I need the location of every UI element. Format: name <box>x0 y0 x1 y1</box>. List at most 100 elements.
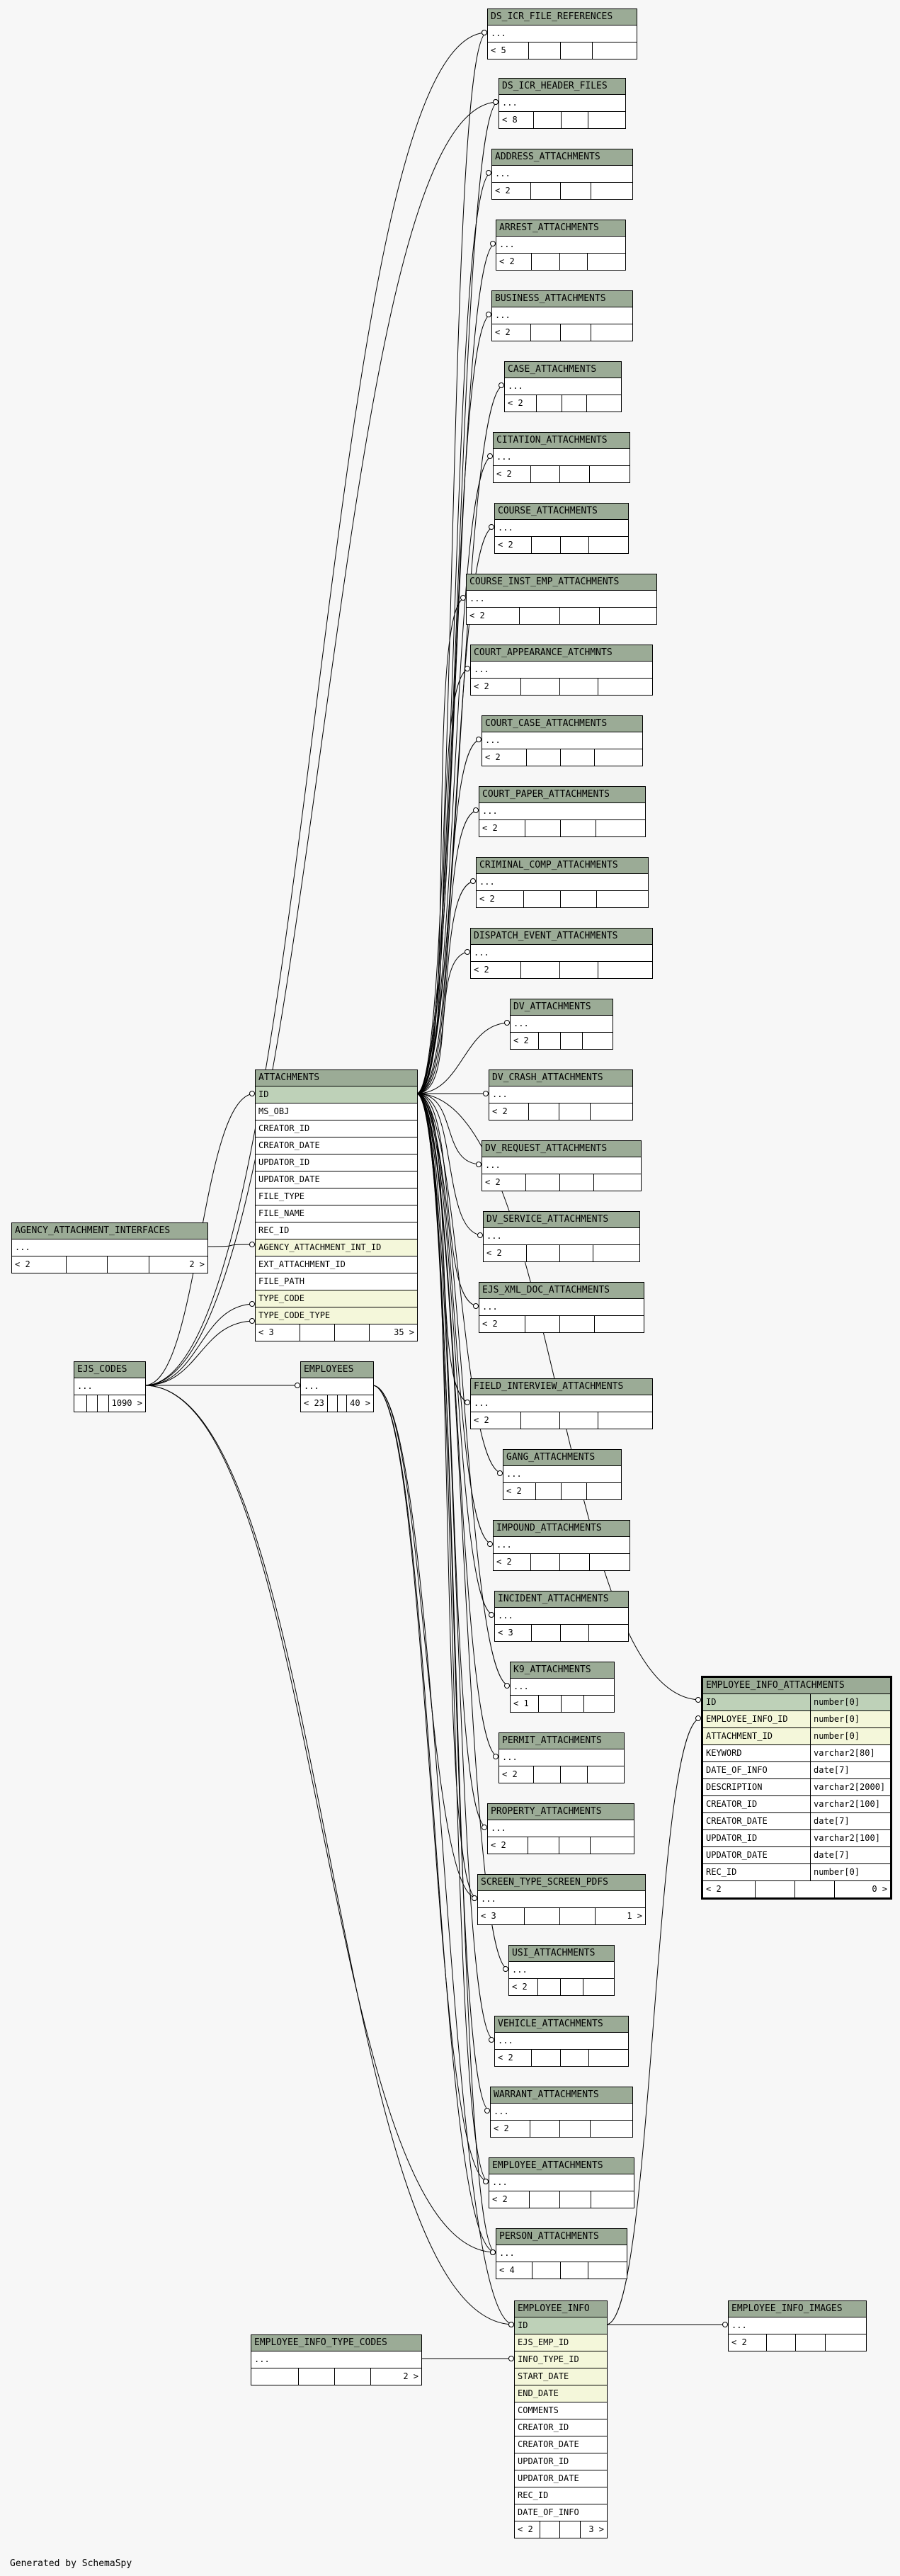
table-dispatch-event-attachments[interactable]: DISPATCH_EVENT_ATTACHMENTS...< 2 <box>470 928 653 979</box>
spacer <box>559 2191 591 2208</box>
table-footer: < 2 <box>509 1979 614 1995</box>
column-name: ... <box>512 1965 528 1975</box>
column-name: CREATOR_DATE <box>706 1816 768 1826</box>
column-name: UPDATOR_ID <box>258 1157 310 1167</box>
relationship-end-marker <box>483 1091 489 1096</box>
spacer <box>795 2334 825 2351</box>
column-name: CREATOR_DATE <box>258 1140 320 1150</box>
table-citation-attachments[interactable]: CITATION_ATTACHMENTS...< 2 <box>493 432 630 483</box>
table-dv-service-attachments[interactable]: DV_SERVICE_ATTACHMENTS...< 2 <box>483 1211 640 1262</box>
column-row: UPDATOR_ID <box>515 2453 607 2470</box>
table-dv-crash-attachments[interactable]: DV_CRASH_ATTACHMENTS...< 2 <box>489 1069 633 1120</box>
table-field-interview-attachments[interactable]: FIELD_INTERVIEW_ATTACHMENTS...< 2 <box>470 1378 653 1429</box>
table-address-attachments[interactable]: ADDRESS_ATTACHMENTS...< 2 <box>491 149 633 200</box>
spacer <box>560 324 590 341</box>
table-arrest-attachments[interactable]: ARREST_ATTACHMENTS...< 2 <box>496 220 626 271</box>
collapsed-columns: ... <box>505 378 621 395</box>
table-court-appearance-atchmnts[interactable]: COURT_APPEARANCE_ATCHMNTS...< 2 <box>470 645 653 696</box>
table-permit-attachments[interactable]: PERMIT_ATTACHMENTS...< 2 <box>499 1732 625 1783</box>
relationship-end-marker <box>486 170 491 176</box>
column-type: varchar2[2000] <box>810 1779 887 1795</box>
table-footer: < 2 <box>511 1033 613 1049</box>
table-name: K9_ATTACHMENTS <box>511 1662 614 1679</box>
column-name: ... <box>492 1089 508 1099</box>
relationship-end-marker <box>722 2322 728 2327</box>
spacer <box>559 1766 587 1783</box>
collapsed-columns: ... <box>496 2245 627 2262</box>
collapsed-columns: ... <box>729 2317 866 2334</box>
parent-count <box>74 1395 86 1412</box>
table-course-attachments[interactable]: COURSE_ATTACHMENTS...< 2 <box>494 503 629 554</box>
table-property-attachments[interactable]: PROPERTY_ATTACHMENTS...< 2 <box>487 1803 634 1854</box>
spacer <box>530 324 560 341</box>
table-ds-icr-file-references[interactable]: DS_ICR_FILE_REFERENCES...< 5 <box>487 8 637 59</box>
column-name: ... <box>77 1381 93 1391</box>
table-employee-info-images[interactable]: EMPLOYEE_INFO_IMAGES...< 2 <box>728 2300 867 2351</box>
table-employee-info-type-codes[interactable]: EMPLOYEE_INFO_TYPE_CODES...2 > <box>251 2334 422 2385</box>
table-court-paper-attachments[interactable]: COURT_PAPER_ATTACHMENTS...< 2 <box>479 786 646 837</box>
spacer <box>559 2121 590 2137</box>
column-name: ... <box>479 877 495 887</box>
parent-count: < 8 <box>502 115 518 125</box>
relationship-line <box>144 1320 256 1386</box>
parent-count: < 2 <box>482 1319 498 1329</box>
collapsed-columns: ... <box>467 591 656 608</box>
column-name: CREATOR_ID <box>518 2422 569 2432</box>
relationship-line <box>416 1093 503 1474</box>
table-course-inst-emp-attachments[interactable]: COURSE_INST_EMP_ATTACHMENTS...< 2 <box>466 574 657 625</box>
table-criminal-comp-attachments[interactable]: CRIMINAL_COMP_ATTACHMENTS...< 2 <box>476 857 649 908</box>
table-ejs-codes[interactable]: EJS_CODES...1090 > <box>74 1361 146 1412</box>
table-footer: < 8 <box>499 112 625 128</box>
parent-count: < 2 <box>496 1557 512 1567</box>
relationship-end-marker <box>487 1541 493 1547</box>
table-employee-attachments[interactable]: EMPLOYEE_ATTACHMENTS...< 2 <box>489 2157 634 2208</box>
spacer <box>559 962 598 978</box>
relationship-end-marker <box>476 1162 482 1167</box>
relationship-end-marker <box>249 1318 255 1324</box>
table-warrant-attachments[interactable]: WARRANT_ATTACHMENTS...< 2 <box>490 2087 633 2138</box>
table-dv-request-attachments[interactable]: DV_REQUEST_ATTACHMENTS...< 2 <box>482 1140 642 1191</box>
relationship-end-marker <box>490 241 496 246</box>
column-name: ID <box>518 2320 528 2330</box>
parent-count: < 23 <box>304 1398 324 1408</box>
parent-count: < 2 <box>495 186 511 195</box>
table-usi-attachments[interactable]: USI_ATTACHMENTS...< 2 <box>508 1945 615 1996</box>
table-vehicle-attachments[interactable]: VEHICLE_ATTACHMENTS...< 2 <box>494 2016 629 2067</box>
parent-count: < 2 <box>508 398 523 408</box>
collapsed-columns: ... <box>471 662 652 679</box>
parent-count <box>251 2368 298 2385</box>
table-dv-attachments[interactable]: DV_ATTACHMENTS...< 2 <box>510 999 613 1050</box>
column-name: ... <box>498 523 513 533</box>
table-court-case-attachments[interactable]: COURT_CASE_ATTACHMENTS...< 2 <box>482 715 643 766</box>
child-count <box>583 1696 614 1712</box>
table-impound-attachments[interactable]: IMPOUND_ATTACHMENTS...< 2 <box>493 1520 630 1571</box>
column-name: MS_OBJ <box>258 1106 290 1116</box>
column-name: CREATOR_ID <box>258 1123 310 1133</box>
relationship-line <box>416 243 496 1094</box>
table-k9-attachments[interactable]: K9_ATTACHMENTS...< 1 <box>510 1662 615 1713</box>
child-count: 2 > <box>370 2368 421 2385</box>
table-gang-attachments[interactable]: GANG_ATTACHMENTS...< 2 <box>503 1449 622 1500</box>
table-footer: < 2 <box>471 679 652 695</box>
table-incident-attachments[interactable]: INCIDENT_ATTACHMENTS...< 3 <box>494 1591 629 1642</box>
table-person-attachments[interactable]: PERSON_ATTACHMENTS...< 4 <box>496 2228 627 2279</box>
child-count <box>596 891 648 907</box>
table-ds-icr-header-files[interactable]: DS_ICR_HEADER_FILES...< 8 <box>499 78 626 129</box>
table-ejs-xml-doc-attachments[interactable]: EJS_XML_DOC_ATTACHMENTS...< 2 <box>479 1282 644 1333</box>
collapsed-columns: ... <box>496 237 625 254</box>
relationship-line <box>416 1093 482 1165</box>
relationship-end-marker <box>465 666 470 671</box>
collapsed-columns: ... <box>495 520 628 537</box>
spacer <box>559 679 598 695</box>
spacer <box>536 395 561 412</box>
table-business-attachments[interactable]: BUSINESS_ATTACHMENTS...< 2 <box>491 290 633 341</box>
table-case-attachments[interactable]: CASE_ATTACHMENTS...< 2 <box>504 361 622 412</box>
